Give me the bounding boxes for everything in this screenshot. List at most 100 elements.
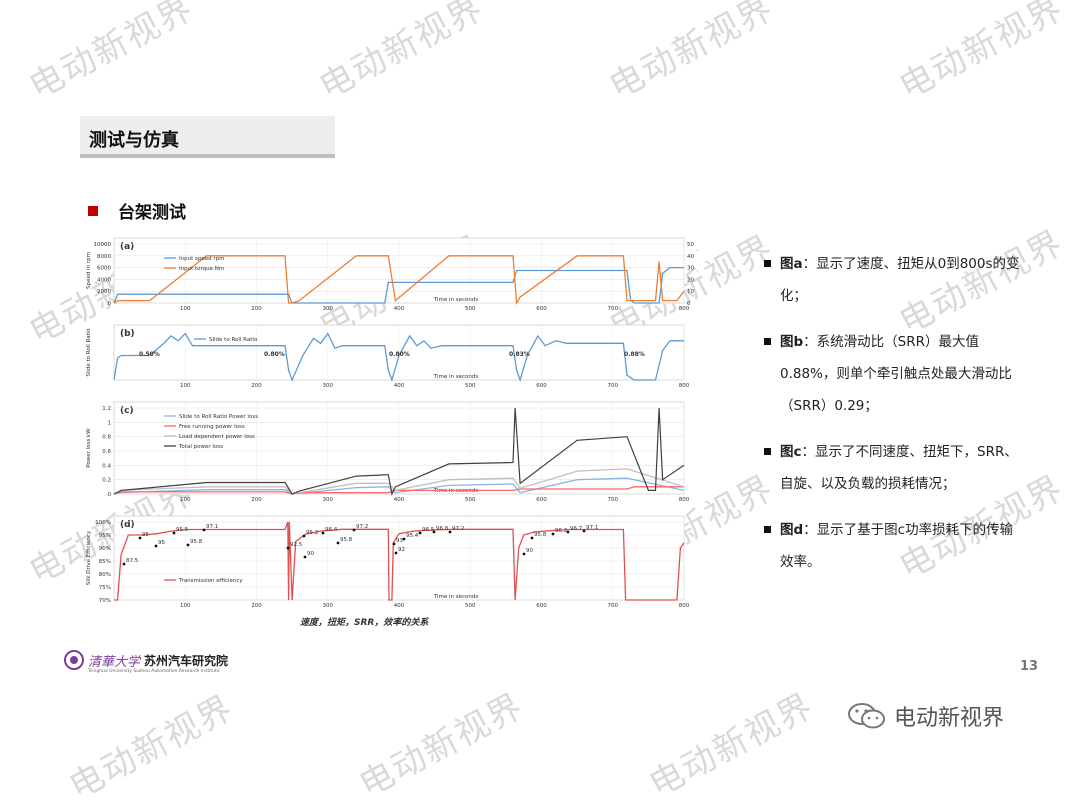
data-label: 95.8 [190, 539, 203, 545]
series-line [113, 477, 685, 495]
data-label: 0.80% [264, 351, 285, 358]
x-tick-label: 100 [180, 497, 191, 503]
data-point [286, 546, 290, 550]
data-point [448, 530, 452, 534]
data-point [172, 531, 176, 535]
x-tick-label: 300 [323, 306, 334, 312]
note-item: 图a：显示了速度、扭矩从0到800s的变化； [764, 248, 1026, 312]
data-point [392, 542, 396, 546]
x-tick-label: 200 [251, 497, 262, 503]
data-point [302, 534, 306, 538]
note-label: 图c [780, 444, 802, 460]
x-tick-label: 600 [536, 497, 547, 503]
y-tick-label: 1.2 [102, 406, 111, 412]
data-label: 97.2 [452, 526, 464, 532]
data-label: 87.5 [126, 558, 139, 564]
data-label: 97.1 [206, 524, 218, 530]
panel-label: (d) [120, 520, 135, 530]
data-label: 0.83% [509, 351, 530, 358]
y-axis-label-right: Input torque in Nm [696, 244, 698, 296]
x-tick-label: 800 [679, 306, 690, 312]
y-tick-label: 2000 [97, 289, 111, 295]
data-label: 95.8 [534, 532, 547, 538]
legend-label: Slide to Roll Ratio [209, 337, 258, 343]
data-point [394, 551, 398, 555]
x-tick-label: 300 [323, 383, 334, 389]
data-label: 0.50% [139, 351, 160, 358]
x-tick-label: 800 [679, 497, 690, 503]
x-tick-label: 200 [251, 383, 262, 389]
series-line [113, 332, 684, 383]
legend-label: Total power loss [178, 444, 223, 450]
y-tick-label-right: 10 [687, 289, 694, 295]
x-axis-label: Time in seconds [433, 374, 479, 380]
x-tick-label: 300 [323, 497, 334, 503]
legend-label: Input torque Nm [179, 266, 224, 272]
data-label: 95 [142, 532, 149, 538]
x-tick-label: 600 [536, 603, 547, 609]
data-label: 92.5 [290, 542, 303, 548]
series-line [113, 407, 685, 496]
square-bullet-icon [764, 448, 771, 455]
x-axis-label: Time in seconds [433, 297, 479, 303]
data-label: 95.8 [340, 537, 353, 543]
data-point [352, 528, 356, 532]
data-point [418, 531, 422, 535]
x-tick-label: 400 [394, 603, 405, 609]
x-tick-label: 500 [465, 497, 476, 503]
page-number: 13 [1020, 659, 1039, 674]
data-label: 90 [526, 548, 533, 554]
figure-caption: 速度，扭矩，SRR，效率的关系 [300, 618, 429, 628]
data-point [522, 552, 526, 556]
y-tick-label: 8000 [97, 254, 111, 260]
y-tick-label: 4000 [97, 277, 111, 283]
watermark: 电动新视界 [62, 687, 241, 808]
y-tick-label-right: 40 [687, 254, 694, 260]
data-label: 0.80% [389, 351, 410, 358]
data-label: 96.4 [325, 527, 338, 533]
data-label: 95.2 [306, 530, 318, 536]
data-point [321, 531, 325, 535]
y-tick-label-right: 20 [687, 277, 694, 283]
data-label: 90 [307, 551, 314, 557]
y-tick-label: 6000 [97, 266, 111, 272]
data-label: 97.1 [586, 525, 598, 531]
data-point [402, 537, 406, 541]
y-tick-label: 10000 [94, 242, 112, 248]
data-label: 96.2 [555, 528, 567, 534]
watermark: 电动新视界 [352, 685, 531, 806]
watermark: 电动新视界 [22, 0, 201, 108]
y-tick-label: 95% [99, 533, 111, 539]
x-tick-label: 400 [394, 497, 405, 503]
panel-label: (c) [120, 406, 134, 416]
data-point [336, 541, 340, 545]
series-line [113, 266, 684, 304]
x-tick-label: 200 [251, 306, 262, 312]
section-title: 台架测试 [118, 203, 186, 223]
series-line [113, 255, 685, 306]
x-tick-label: 500 [465, 306, 476, 312]
data-label: 0.88% [624, 351, 645, 358]
data-point [186, 543, 190, 547]
x-axis-label: Time in seconds [433, 594, 479, 600]
logo-subtitle: Tsinghua University Suzhou Automotive Re… [88, 669, 220, 674]
x-tick-label: 500 [465, 603, 476, 609]
y-tick-label-right: 0 [687, 301, 691, 307]
y-axis-label: Slide to Roll Ratio [86, 328, 92, 377]
data-point [551, 532, 555, 536]
logo-school: 清華大学 [88, 654, 141, 670]
y-tick-label: 0 [108, 492, 112, 498]
data-label: 95.4 [406, 533, 419, 539]
square-bullet-icon [764, 260, 771, 267]
university-seal-icon [64, 650, 84, 670]
series-line [114, 521, 685, 601]
data-point [138, 536, 142, 540]
x-tick-label: 700 [608, 603, 619, 609]
brand-mark: 电动新视界 [846, 700, 1004, 732]
note-label: 图a [780, 256, 803, 272]
y-tick-label: 90% [99, 546, 111, 552]
legend-label: Input speed rpm [179, 256, 224, 262]
data-label: 96.5 [422, 527, 435, 533]
wechat-icon [848, 703, 885, 729]
data-point [303, 555, 307, 559]
